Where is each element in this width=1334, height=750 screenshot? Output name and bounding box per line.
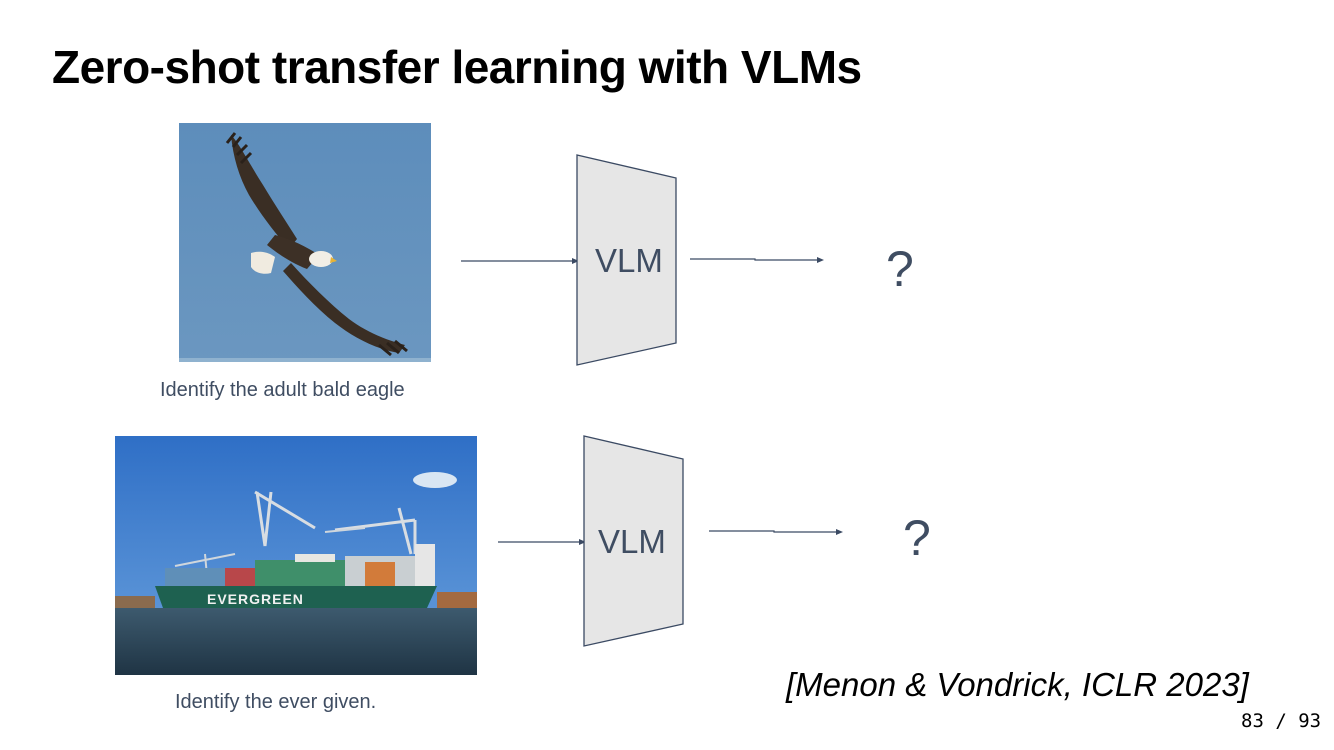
vlm-label-1: VLM <box>595 242 663 279</box>
output-question-mark-2: ? <box>903 510 931 566</box>
output-arrow-1 <box>690 257 824 263</box>
vlm-model-block-1 <box>576 154 677 366</box>
ship-hull-lettering: EVERGREEN <box>207 591 304 607</box>
container-ship-photo: EVERGREEN <box>115 436 477 675</box>
input-arrow-1 <box>461 258 579 264</box>
ship-caption: Identify the ever given. <box>175 691 377 713</box>
eagle-caption: Identify the adult bald eagle <box>160 379 405 401</box>
vlm-label-2: VLM <box>598 523 666 560</box>
slide-title: Zero-shot transfer learning with VLMs <box>52 41 862 93</box>
citation: [Menon & Vondrick, ICLR 2023] <box>786 666 1249 703</box>
vlm-model-block-2 <box>583 435 684 647</box>
page-number: 83 / 93 <box>1241 710 1322 732</box>
bald-eagle-photo <box>179 123 431 362</box>
output-arrow-2 <box>709 529 843 535</box>
output-question-mark-1: ? <box>886 241 914 297</box>
input-arrow-2 <box>498 539 586 545</box>
